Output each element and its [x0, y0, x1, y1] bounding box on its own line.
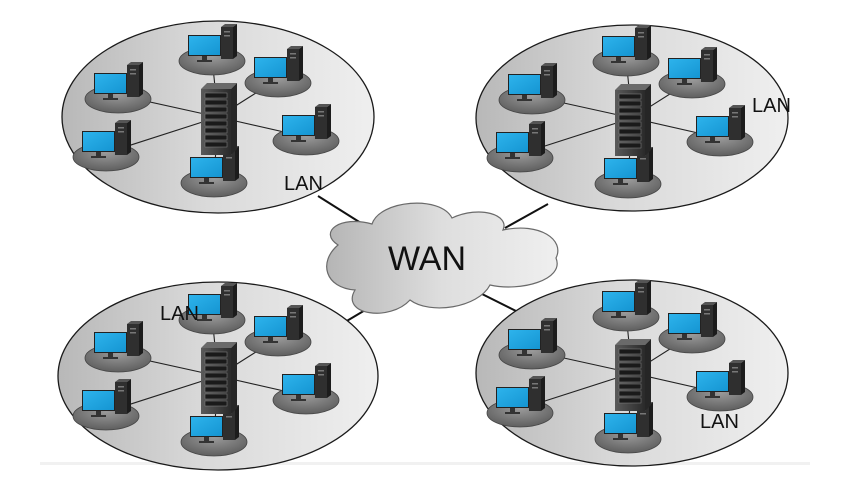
- wan-label: WAN: [388, 240, 466, 278]
- lan-label: LAN: [700, 411, 739, 433]
- lan-label: LAN: [752, 95, 791, 117]
- lan-top-left: LAN: [61, 20, 375, 214]
- lan-groups: LAN LAN LAN LAN: [57, 20, 791, 471]
- baseline-shadow: [40, 462, 810, 465]
- server-icon: [614, 83, 652, 157]
- lan-label: LAN: [284, 173, 323, 195]
- server-icon: [614, 338, 652, 412]
- lan-bottom-right: LAN: [475, 279, 789, 467]
- wan-cloud: WAN: [326, 202, 559, 314]
- server-icon: [200, 341, 238, 415]
- cloud-shape: [326, 202, 559, 314]
- wan-link-bottom-right: [477, 291, 519, 313]
- server-icon: [200, 82, 238, 156]
- wan-link-top-right: [504, 203, 549, 229]
- lan-bottom-left: LAN: [57, 281, 379, 471]
- lan-top-right: LAN: [475, 24, 791, 212]
- lan-label: LAN: [160, 303, 199, 325]
